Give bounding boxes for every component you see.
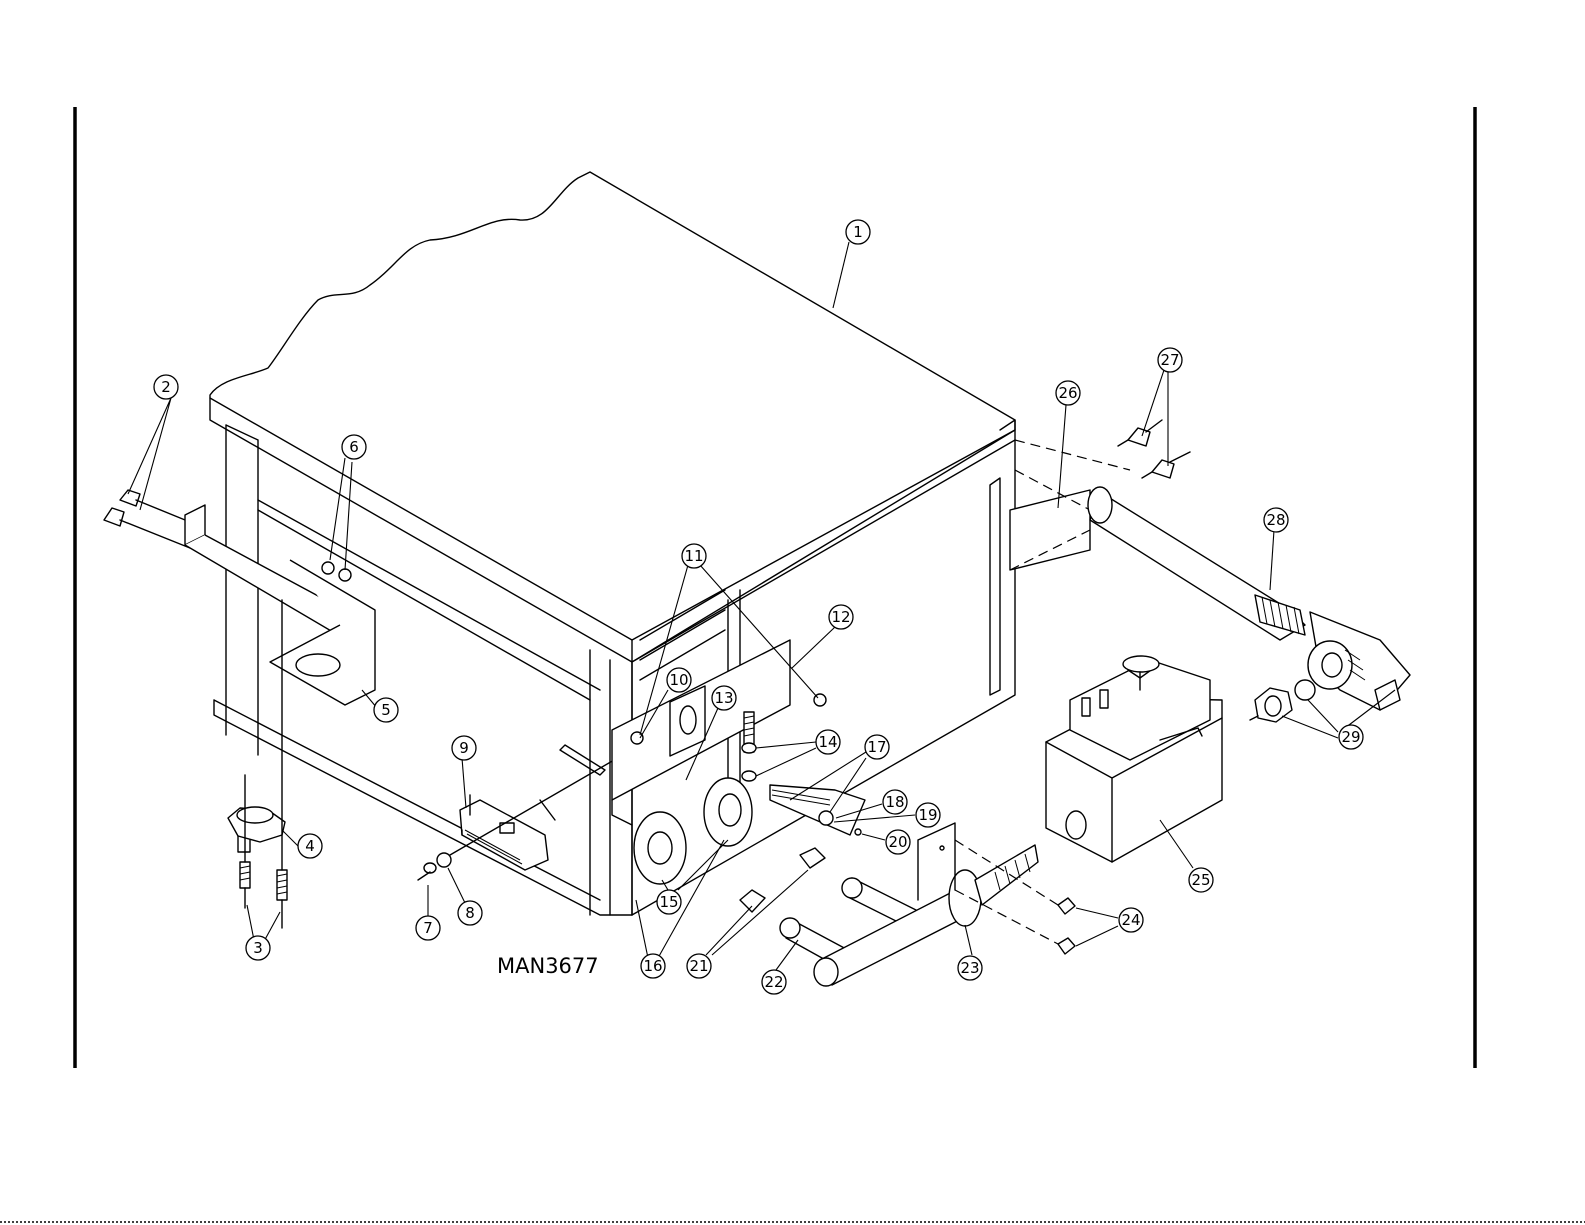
svg-text:15: 15 bbox=[659, 893, 678, 911]
callout-7: 7 bbox=[416, 916, 440, 940]
svg-text:28: 28 bbox=[1266, 511, 1285, 529]
svg-text:27: 27 bbox=[1160, 351, 1179, 369]
part-9-terminal-block bbox=[460, 795, 555, 870]
drawing-document-id: MAN3677 bbox=[497, 954, 599, 978]
callout-24: 24 bbox=[1119, 908, 1143, 932]
svg-text:29: 29 bbox=[1341, 728, 1360, 746]
svg-text:5: 5 bbox=[381, 701, 391, 719]
svg-text:6: 6 bbox=[349, 438, 359, 456]
callout-16: 16 bbox=[641, 954, 665, 978]
callout-20: 20 bbox=[886, 830, 910, 854]
callout-15: 15 bbox=[657, 890, 681, 914]
callout-14: 14 bbox=[816, 730, 840, 754]
callout-12: 12 bbox=[829, 605, 853, 629]
svg-text:19: 19 bbox=[918, 806, 937, 824]
part-2-bolts bbox=[104, 490, 190, 548]
svg-text:13: 13 bbox=[714, 689, 733, 707]
svg-text:22: 22 bbox=[764, 973, 783, 991]
callout-10: 10 bbox=[667, 668, 691, 692]
callout-25: 25 bbox=[1189, 868, 1213, 892]
part-3-screws bbox=[240, 600, 287, 928]
svg-text:4: 4 bbox=[305, 837, 315, 855]
callout-29: 29 bbox=[1339, 725, 1363, 749]
svg-text:26: 26 bbox=[1058, 384, 1077, 402]
svg-text:1: 1 bbox=[853, 223, 863, 241]
svg-text:12: 12 bbox=[831, 608, 850, 626]
svg-text:25: 25 bbox=[1191, 871, 1210, 889]
part-25-gas-valve bbox=[1046, 656, 1222, 862]
svg-text:20: 20 bbox=[888, 833, 907, 851]
svg-text:18: 18 bbox=[885, 793, 904, 811]
callout-26: 26 bbox=[1056, 381, 1080, 405]
svg-text:24: 24 bbox=[1121, 911, 1140, 929]
svg-text:17: 17 bbox=[867, 738, 886, 756]
callout-18: 18 bbox=[883, 790, 907, 814]
part-4-thermostat bbox=[228, 807, 285, 852]
svg-text:14: 14 bbox=[818, 733, 837, 751]
callout-5: 5 bbox=[374, 698, 398, 722]
svg-text:2: 2 bbox=[161, 378, 171, 396]
callout-1: 1 bbox=[846, 220, 870, 244]
callout-27: 27 bbox=[1158, 348, 1182, 372]
callout-4: 4 bbox=[298, 834, 322, 858]
svg-text:9: 9 bbox=[459, 739, 469, 757]
callout-19: 19 bbox=[916, 803, 940, 827]
part-5-bracket bbox=[185, 505, 375, 705]
callout-11: 11 bbox=[682, 544, 706, 568]
svg-text:3: 3 bbox=[253, 939, 263, 957]
svg-text:21: 21 bbox=[689, 957, 708, 975]
svg-text:11: 11 bbox=[684, 547, 703, 565]
callout-17: 17 bbox=[865, 735, 889, 759]
callout-23: 23 bbox=[958, 956, 982, 980]
callout-21: 21 bbox=[687, 954, 711, 978]
svg-text:10: 10 bbox=[669, 671, 688, 689]
callout-2: 2 bbox=[154, 375, 178, 399]
callout-13: 13 bbox=[712, 686, 736, 710]
svg-text:23: 23 bbox=[960, 959, 979, 977]
callout-9: 9 bbox=[452, 736, 476, 760]
callout-8: 8 bbox=[458, 901, 482, 925]
svg-text:16: 16 bbox=[643, 957, 662, 975]
callout-6: 6 bbox=[342, 435, 366, 459]
callout-22: 22 bbox=[762, 970, 786, 994]
svg-text:8: 8 bbox=[465, 904, 475, 922]
callout-3: 3 bbox=[246, 936, 270, 960]
svg-text:7: 7 bbox=[423, 919, 433, 937]
part-6-nuts bbox=[322, 562, 351, 581]
callout-28: 28 bbox=[1264, 508, 1288, 532]
